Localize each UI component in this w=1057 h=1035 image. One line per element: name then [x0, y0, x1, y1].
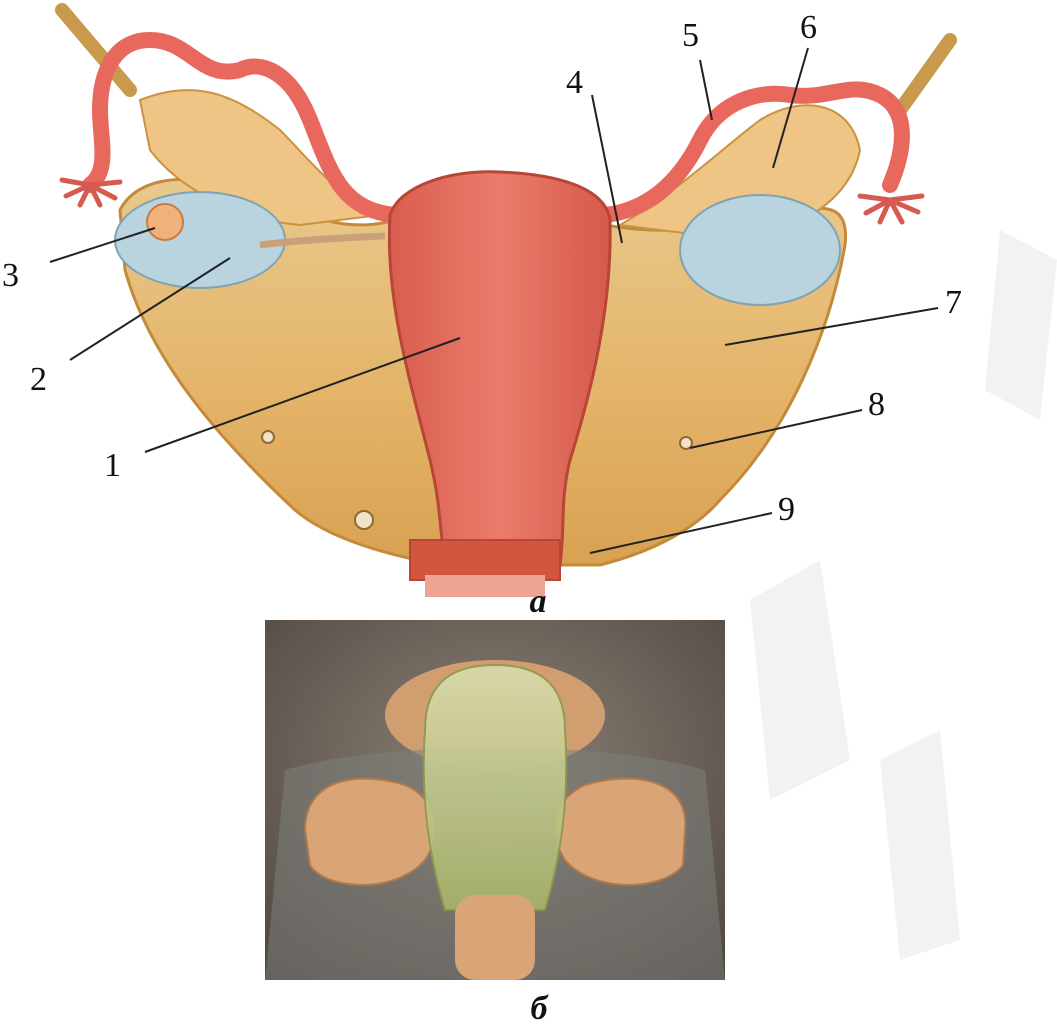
ovary-right — [680, 195, 840, 305]
callout-5: 5 — [682, 17, 699, 54]
callout-9: 9 — [778, 491, 795, 528]
panel-a-caption: а — [508, 583, 568, 621]
callout-7: 7 — [945, 284, 962, 321]
callout-4: 4 — [566, 64, 583, 101]
callout-1: 1 — [104, 447, 121, 484]
callout-8: 8 — [868, 386, 885, 423]
cervix — [410, 540, 560, 580]
round-ligament-stump-left — [262, 431, 274, 443]
follicle-left — [147, 204, 183, 240]
fimbriae-left — [62, 180, 120, 205]
panel-b-caption: б — [509, 990, 569, 1028]
model-photo — [265, 620, 725, 980]
callout-2: 2 — [30, 361, 47, 398]
ovary-left — [115, 192, 285, 288]
illustration-panel-a: 1 2 3 4 5 6 7 8 9 — [0, 0, 1057, 600]
ureter-stump-left — [355, 511, 373, 529]
callout-6: 6 — [800, 9, 817, 46]
callout-3: 3 — [2, 257, 19, 294]
photo-panel-b — [265, 620, 725, 980]
fimbriae-right — [860, 196, 922, 222]
